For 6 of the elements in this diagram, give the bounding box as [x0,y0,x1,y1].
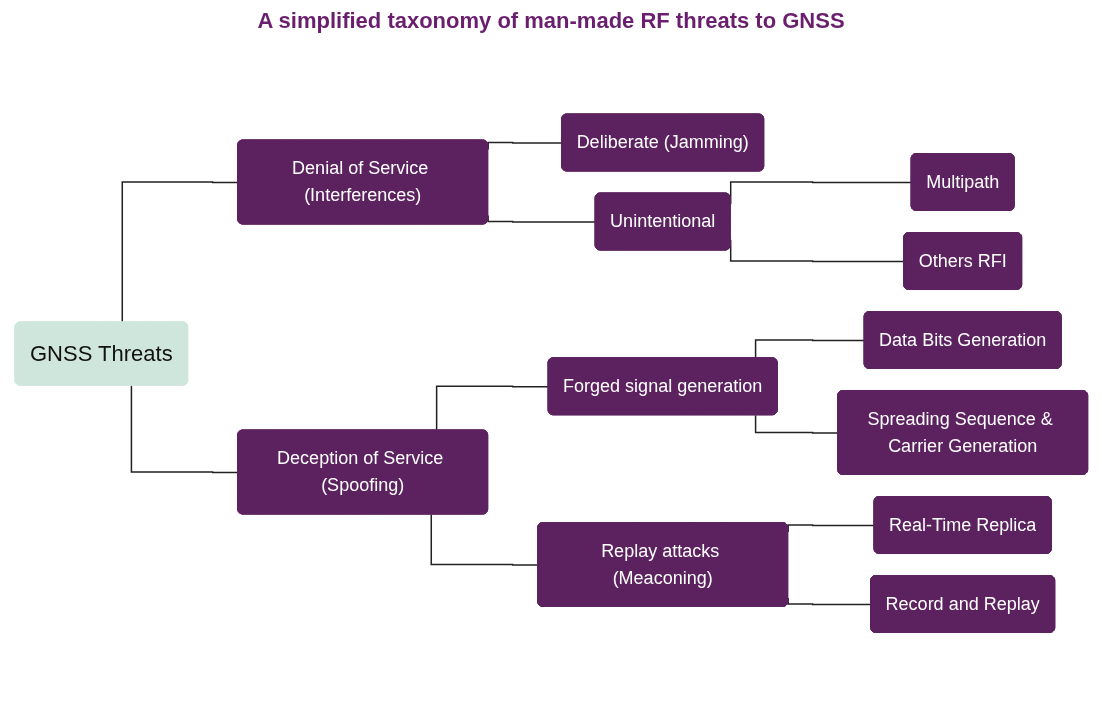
connector [435,385,549,431]
connector [121,181,239,323]
connector [754,414,839,434]
connector [130,384,239,473]
connector [430,513,539,566]
diagram-title: A simplified taxonomy of man-made RF threats to GNSS [256,8,846,34]
